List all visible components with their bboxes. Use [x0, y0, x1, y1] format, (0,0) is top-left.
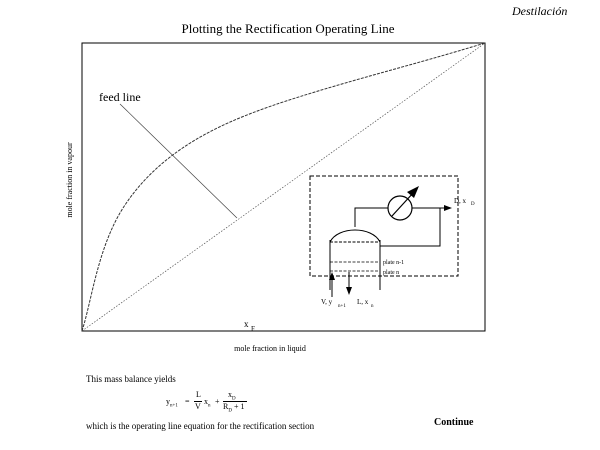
eq-frac2-num: xD — [228, 390, 236, 402]
vapour-stream-arrowhead — [329, 272, 335, 280]
x-axis-label: mole fraction in liquid — [234, 344, 306, 353]
continue-button[interactable]: Continue — [434, 417, 474, 428]
vapour-stream-subscript: n+1 — [338, 304, 346, 309]
equilibrium-curve — [81, 42, 486, 332]
distillate-subscript: D — [471, 202, 475, 207]
eq-frac2-den: RD + 1 — [223, 402, 245, 414]
eq-equals: = — [185, 397, 190, 406]
condenser-arrowhead — [407, 186, 419, 198]
condenser-arrow — [391, 191, 415, 217]
mass-balance-text: This mass balance yields — [86, 374, 176, 384]
feed-line — [119, 103, 238, 219]
page-title: Plotting the Rectification Operating Lin… — [181, 21, 395, 36]
liquid-stream-arrowhead — [346, 287, 352, 295]
corner-title: Destilación — [512, 4, 568, 18]
operating-line-caption: which is the operating line equation for… — [86, 421, 315, 431]
distillate-label: D, x — [454, 197, 467, 205]
eq-frac1-den: V — [195, 402, 201, 411]
eq-frac1-num: L — [196, 390, 201, 399]
column-top — [329, 229, 381, 243]
vapour-pipe — [354, 207, 388, 227]
xf-label: x — [244, 319, 249, 329]
plate-n-minus-1-label: plate n-1 — [383, 260, 404, 266]
column-schematic: D, x D plate n-1 plate n V, y n+1 L, x n — [309, 175, 475, 309]
operating-line-equation: yn+1 = L V xn + xD RD + 1 — [166, 387, 256, 417]
liquid-stream-subscript: n — [371, 304, 374, 309]
eq-lhs: yn+1 — [166, 397, 178, 409]
plot-frame — [81, 42, 486, 332]
plate-n-label: plate n — [383, 270, 399, 276]
eq-plus: + — [215, 397, 220, 406]
inset-boundary — [309, 175, 459, 277]
eq-x-n: xn — [204, 397, 211, 409]
eq-frac1-bar — [194, 401, 202, 402]
feed-line-label: feed line — [99, 90, 141, 104]
vapour-stream-label: V, y — [321, 298, 333, 306]
eq-frac2-bar — [223, 401, 247, 402]
xf-subscript: F — [251, 325, 255, 333]
liquid-stream-label: L, x — [357, 298, 369, 306]
diagonal-line — [81, 42, 486, 332]
distillate-arrowhead — [444, 205, 452, 211]
y-axis-label: mole fraction in vapour — [65, 142, 74, 218]
reflux-pipe — [380, 208, 441, 247]
